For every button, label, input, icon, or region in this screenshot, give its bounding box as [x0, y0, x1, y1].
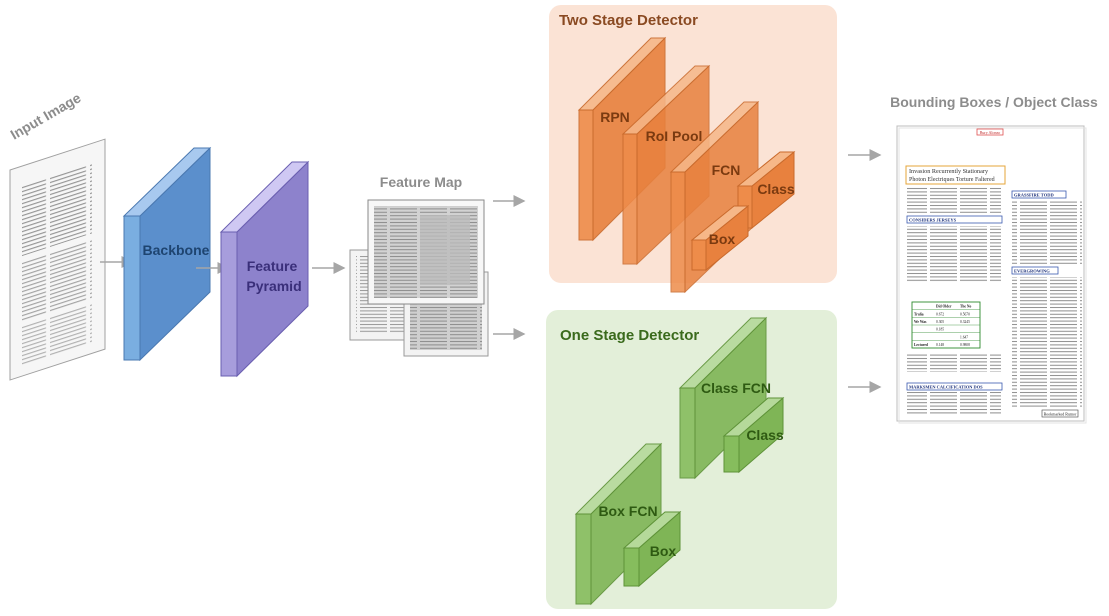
two-stage-class-label: Class: [757, 181, 795, 197]
class-fcn-label: Class FCN: [701, 380, 771, 396]
box-fcn-block: Box FCN: [574, 442, 663, 606]
input-image-label: Input Image: [8, 89, 84, 142]
two-stage-title: Two Stage Detector: [559, 12, 698, 29]
feature-map-stack: [349, 199, 489, 357]
one-stage-title: One Stage Detector: [560, 327, 699, 344]
class-fcn-block: Class FCN: [678, 316, 771, 480]
two-stage-class-block: Class: [736, 150, 796, 230]
two-stage-box-block: Box: [690, 204, 750, 272]
doc-table-cell: 0.185: [936, 328, 944, 332]
doc-table-cell: 1.647: [960, 335, 968, 339]
input-image: Input Image: [8, 89, 106, 381]
one-stage-class-label: Class: [746, 427, 784, 443]
one-stage-class-block: Class: [722, 396, 785, 474]
doc-section-3: EVERGROWING: [1014, 269, 1050, 274]
fcn-label: FCN: [712, 162, 741, 178]
doc-table-cell: 0.672: [936, 312, 944, 316]
one-stage-box-label: Box: [650, 543, 677, 559]
doc-section-1: CONSIDERS JERSEYS: [909, 218, 957, 223]
feature-map-label: Feature Map: [380, 174, 462, 190]
doc-table-cell: 0.5670: [960, 312, 970, 316]
feature-map: Feature Map: [349, 174, 489, 357]
rpn-label: RPN: [600, 109, 630, 125]
doc-table-cell: 0.148: [936, 343, 944, 347]
doc-title-line2: Photon Electriques Torture Faltered: [909, 177, 995, 183]
doc-table-header-cell: The No: [960, 305, 971, 309]
doc-section-4: MARKSMEN CALCIFICATION DOS: [909, 385, 983, 390]
feature-pyramid-block: Feature Pyramid: [219, 160, 310, 378]
one-stage-box-block: Box: [622, 510, 682, 588]
doc-table-cell: 0.3245: [960, 320, 970, 324]
two-stage-box-label: Box: [709, 231, 736, 247]
roi-pool-label: RoI Pool: [646, 128, 703, 144]
doc-table-cell: Trulia: [914, 312, 924, 316]
output-document: Bury Alonzo Invasion Recurrently Station…: [896, 125, 1087, 424]
doc-table-cell: Lectured: [914, 343, 928, 347]
box-fcn-label: Box FCN: [598, 503, 657, 519]
doc-header-tag: Bury Alonzo: [980, 130, 1001, 135]
doc-table-header-cell: Did Older: [936, 305, 952, 309]
feature-pyramid-label-2: Pyramid: [246, 278, 301, 294]
two-stage-detector-panel: Two Stage Detector RPN RoI Pool FCN: [549, 5, 837, 294]
backbone-label: Backbone: [143, 242, 210, 258]
doc-title-line1: Invasion Recurrently Stationary: [909, 168, 989, 175]
output-section: Bounding Boxes / Object Class Bury Alonz…: [890, 94, 1098, 424]
doc-footer-tag: Bookmarked Rumor: [1044, 412, 1077, 417]
feature-pyramid-label-1: Feature: [247, 258, 298, 274]
doc-table-cell: 0.305: [936, 320, 944, 324]
one-stage-detector-panel: One Stage Detector Class FCN Class Box F…: [546, 310, 837, 609]
doc-table: Did Older The No Trulia 0.672 0.5670 We Was 0.…: [911, 301, 981, 349]
doc-section-2: GRASSFIRE TODD: [1014, 193, 1054, 198]
backbone-block: Backbone: [122, 146, 212, 362]
doc-table-cell: We Was: [914, 320, 927, 324]
doc-table-cell: 0.9808: [960, 343, 970, 347]
output-title: Bounding Boxes / Object Class: [890, 94, 1098, 110]
